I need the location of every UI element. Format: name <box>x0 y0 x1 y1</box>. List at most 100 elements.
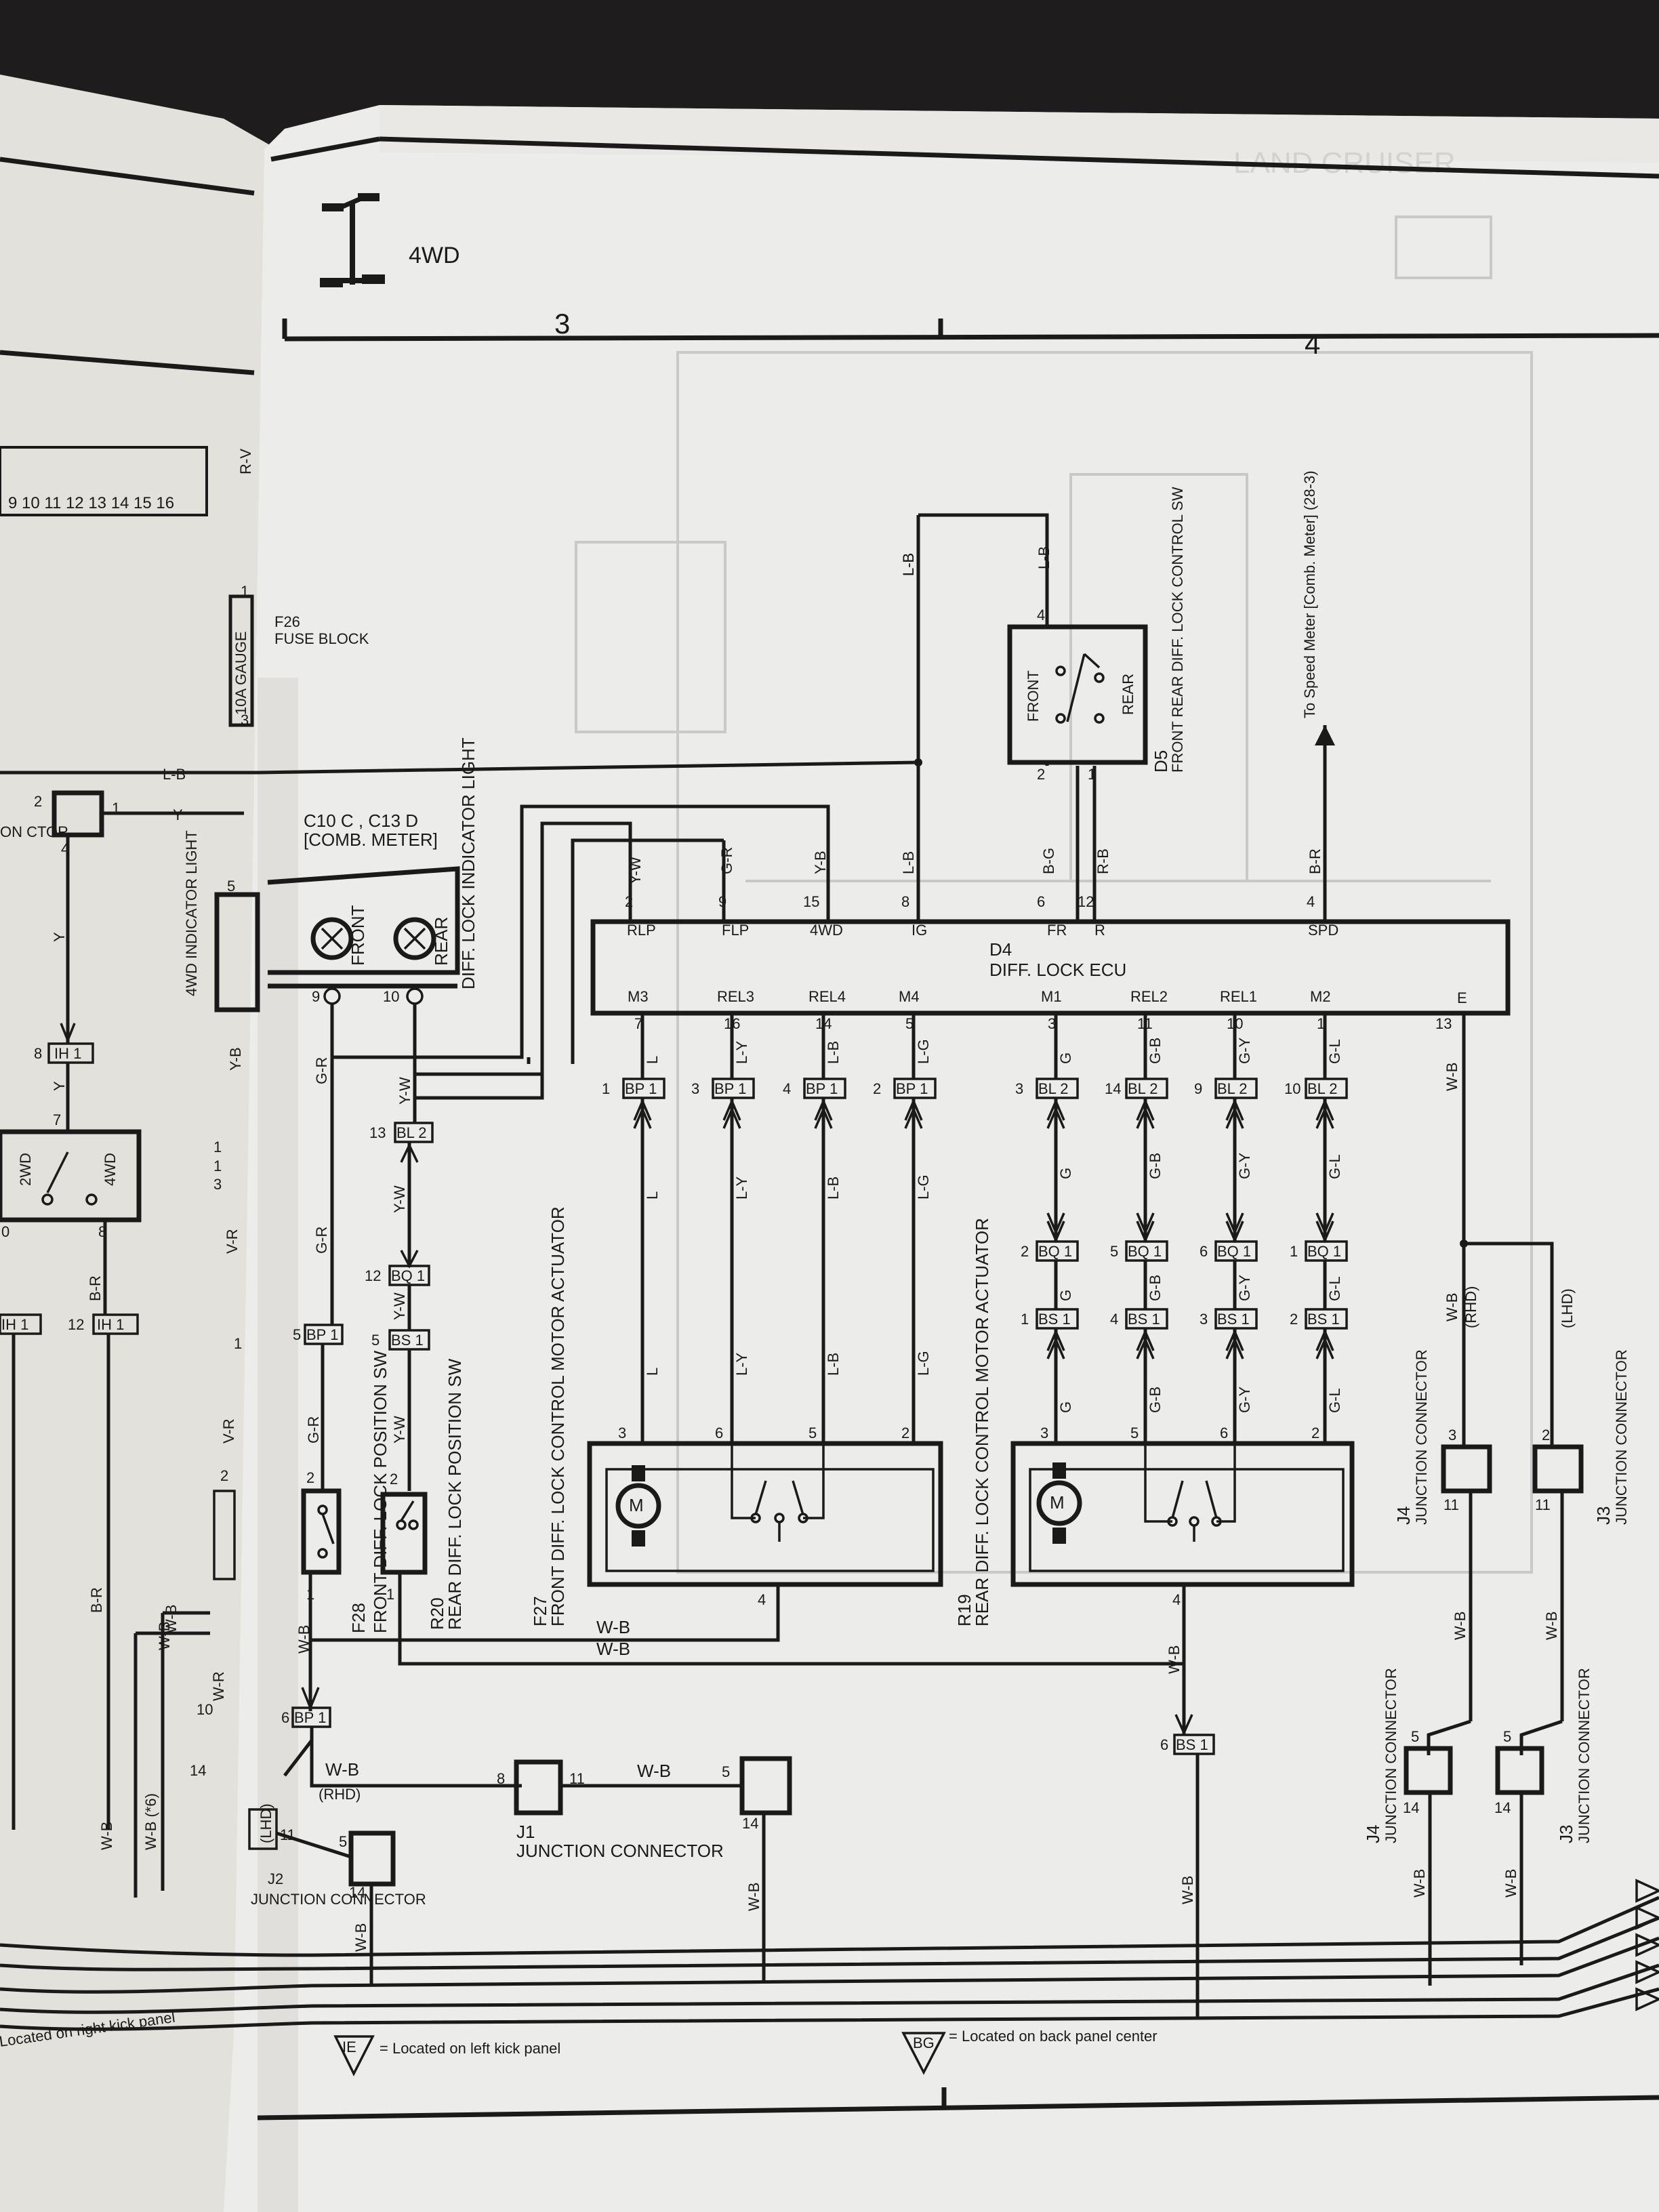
svg-text:15: 15 <box>803 893 819 910</box>
wire-label: G-Y <box>1236 1275 1253 1301</box>
ecu-pin-5: 5 <box>905 1015 914 1032</box>
ecu-pin-1: 1 <box>1317 1015 1325 1032</box>
wire-label: G-B <box>1147 1153 1164 1179</box>
svg-text:14: 14 <box>349 1884 365 1901</box>
svg-text:W-B: W-B <box>637 1761 671 1781</box>
connector-label: BQ 1 <box>1128 1243 1162 1260</box>
wire-label: L-G <box>915 1039 932 1064</box>
svg-text:BQ 1: BQ 1 <box>391 1267 425 1284</box>
front-indicator-lamp <box>310 917 354 960</box>
wire-label: L-G <box>915 1174 932 1200</box>
svg-text:14: 14 <box>1494 1799 1511 1816</box>
connector-pin: 1 <box>602 1080 610 1097</box>
connector-label: BS 1 <box>1307 1311 1340 1328</box>
wire-label: G-L <box>1326 1154 1343 1179</box>
switch-2wd-label: 2WD <box>17 1153 34 1186</box>
ecu-top-terminals: Y-W G-R Y-B L-B L-B B-G R-B B-R 2 9 15 8… <box>571 515 1338 1064</box>
r19-rear-actuator: M 3 5 6 2 4 R19 REAR DIFF. LOCK CONTROL … <box>954 1218 1355 2020</box>
svg-text:1: 1 <box>386 1586 394 1603</box>
j3-lower-name: JUNCTION CONNECTOR <box>1576 1668 1593 1843</box>
svg-text:R-V: R-V <box>237 449 254 474</box>
partial-connector-label: ON CTOR <box>0 823 68 840</box>
svg-text:M: M <box>629 1495 644 1515</box>
svg-text:3: 3 <box>1448 1427 1456 1443</box>
svg-text:IH 1: IH 1 <box>97 1316 124 1333</box>
svg-text:FRONT: FRONT <box>1025 670 1042 722</box>
j1-junction-connector: 8 11 W-B 5 14 W-B J1 JUNCTION CONNECTOR <box>497 1756 792 1982</box>
ecu-term-m2: M2 <box>1310 988 1331 1005</box>
svg-text:RLP: RLP <box>627 922 656 939</box>
svg-text:5: 5 <box>808 1425 817 1441</box>
svg-text:W-B: W-B <box>1443 1293 1460 1322</box>
svg-text:W-B: W-B <box>1452 1612 1469 1640</box>
svg-text:(LHD): (LHD) <box>1559 1288 1576 1328</box>
connector-pin: 2 <box>873 1080 881 1097</box>
fuse-block-name: FUSE BLOCK <box>274 630 369 647</box>
svg-text:R-B: R-B <box>1094 848 1111 874</box>
ecu-e-ground: 13 E W-B W-B (RHD) (LHD) <box>1435 989 1576 1447</box>
connector-pin: 2 <box>1021 1243 1029 1260</box>
svg-text:W-B: W-B <box>596 1639 630 1659</box>
wire-label: L-B <box>825 1041 842 1064</box>
comb-meter-name: [COMB. METER] <box>304 830 438 850</box>
wire-label: L <box>644 1191 661 1200</box>
wire-label: G <box>1057 1401 1074 1413</box>
svg-text:6: 6 <box>715 1425 723 1441</box>
connector-label: BP 1 <box>806 1080 838 1097</box>
svg-text:R19: R19 <box>954 1594 975 1626</box>
svg-text:2: 2 <box>34 793 42 810</box>
svg-text:8: 8 <box>901 893 909 910</box>
svg-text:1: 1 <box>234 1335 242 1352</box>
svg-text:1: 1 <box>241 583 249 600</box>
svg-text:12: 12 <box>68 1316 84 1333</box>
comb-meter-codes: C10 C , C13 D <box>304 811 418 831</box>
show-through-ghost: LAND CRUISER <box>575 146 1533 1574</box>
j3-lower-junction: 5 14 J3 JUNCTION CONNECTOR W-B <box>1494 1668 1593 1965</box>
wire-label: L-G <box>915 1351 932 1376</box>
connector-pin: 4 <box>1110 1311 1118 1328</box>
svg-text:2: 2 <box>1542 1427 1550 1443</box>
svg-text:7: 7 <box>53 1111 61 1128</box>
svg-text:W-B: W-B <box>325 1759 359 1780</box>
connector-pin: 5 <box>1110 1243 1118 1260</box>
f28-name: FRONT DIFF. LOCK POSITION SW <box>370 1351 390 1633</box>
connector-label: BS 1 <box>1128 1311 1160 1328</box>
speed-meter-note: To Speed Meter [Comb. Meter] (28-3) <box>1301 470 1318 718</box>
svg-text:9 10 11 12 13 14 15 16: 9 10 11 12 13 14 15 16 <box>8 494 174 512</box>
wire-label: G <box>1057 1290 1074 1301</box>
svg-text:4: 4 <box>1037 607 1045 623</box>
svg-text:Y-W: Y-W <box>391 1292 408 1320</box>
svg-text:3: 3 <box>241 712 249 729</box>
ie-note: = Located on left kick panel <box>380 2040 560 2057</box>
svg-text:5: 5 <box>371 1332 380 1349</box>
connector-pin: 2 <box>1290 1311 1298 1328</box>
svg-text:FRONT: FRONT <box>348 905 368 966</box>
connector-pin: 1 <box>1021 1311 1029 1328</box>
wire-label: G-Y <box>1236 1038 1253 1064</box>
svg-text:IH 1: IH 1 <box>54 1045 81 1062</box>
fuse-code: F26 <box>274 613 300 630</box>
column-3: 3 <box>554 308 570 340</box>
connector-pin: 4 <box>783 1080 791 1097</box>
svg-text:13: 13 <box>369 1124 386 1141</box>
svg-text:BS 1: BS 1 <box>1176 1736 1208 1753</box>
diff-lock-ecu: D4 DIFF. LOCK ECU <box>590 919 1511 1016</box>
svg-text:W-B: W-B <box>1179 1876 1196 1904</box>
j3-upper-junction: 2 11 J3 JUNCTION CONNECTOR W-B <box>1532 1349 1630 1721</box>
wire-label: G-L <box>1326 1388 1343 1413</box>
svg-text:J4: J4 <box>1393 1507 1414 1525</box>
svg-text:Y-W: Y-W <box>391 1185 408 1213</box>
svg-text:10: 10 <box>383 988 399 1005</box>
svg-text:5: 5 <box>227 878 235 895</box>
svg-text:W-B: W-B <box>1443 1063 1460 1091</box>
svg-text:5: 5 <box>1411 1728 1419 1745</box>
y-w-wire: Y-W BL 2 13 Y-W BQ 1 12 Y-W BS 1 5 Y-W <box>365 821 632 1491</box>
svg-text:Y-B: Y-B <box>812 851 829 874</box>
svg-text:14: 14 <box>1403 1799 1419 1816</box>
svg-text:W-B (*6): W-B (*6) <box>142 1793 159 1850</box>
svg-text:4: 4 <box>758 1591 766 1608</box>
svg-text:D5: D5 <box>1151 750 1171 773</box>
connector-pin: 3 <box>1015 1080 1023 1097</box>
